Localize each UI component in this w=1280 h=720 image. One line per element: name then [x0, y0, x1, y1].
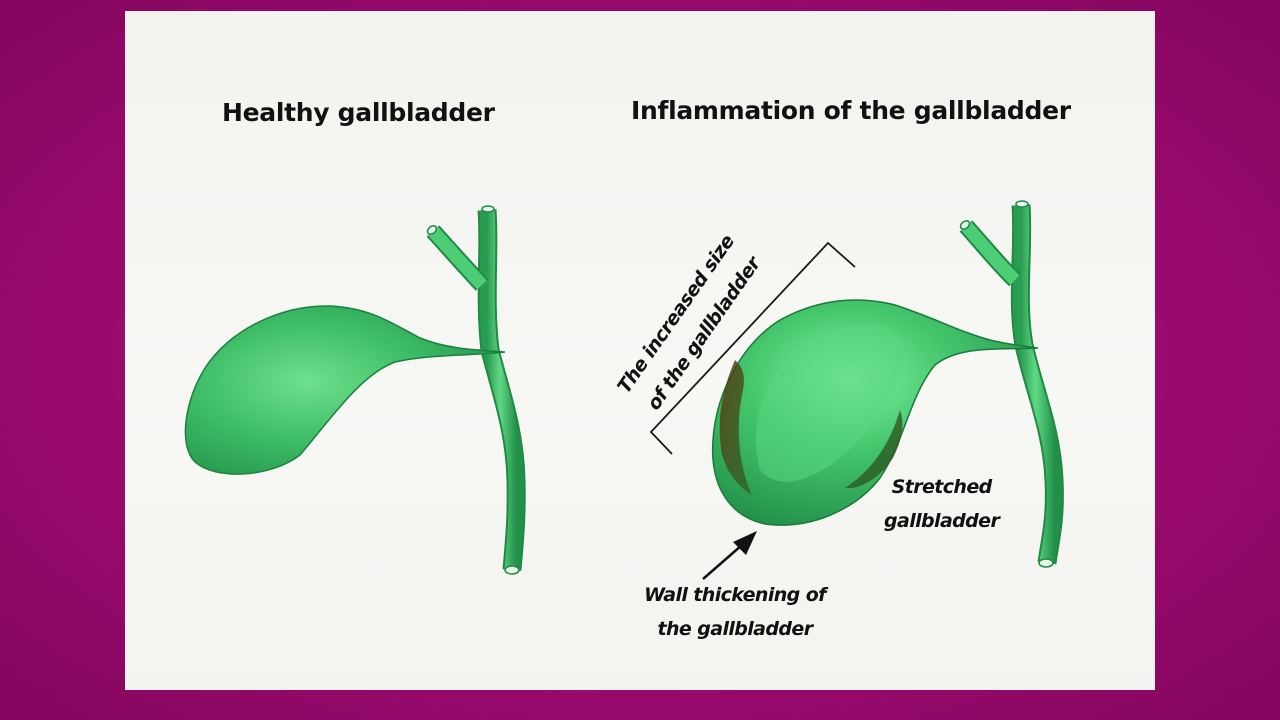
size-bracket	[649, 241, 856, 455]
wall-arrow	[702, 531, 757, 580]
stretched-line2: gallbladder	[884, 510, 1000, 532]
wall-line2: the gallbladder	[657, 618, 814, 640]
wall-line1: Wall thickening of	[644, 584, 826, 606]
stretched-label: Stretched gallbladder	[884, 470, 1000, 538]
wall-thickening-label: Wall thickening of the gallbladder	[640, 578, 830, 646]
inflamed-gallbladder	[711, 200, 1064, 568]
healthy-gallbladder	[184, 205, 526, 575]
stretched-line1: Stretched	[891, 476, 993, 498]
inflammation-title: Inflammation of the gallbladder	[631, 96, 1071, 125]
healthy-title: Healthy gallbladder	[222, 98, 495, 127]
